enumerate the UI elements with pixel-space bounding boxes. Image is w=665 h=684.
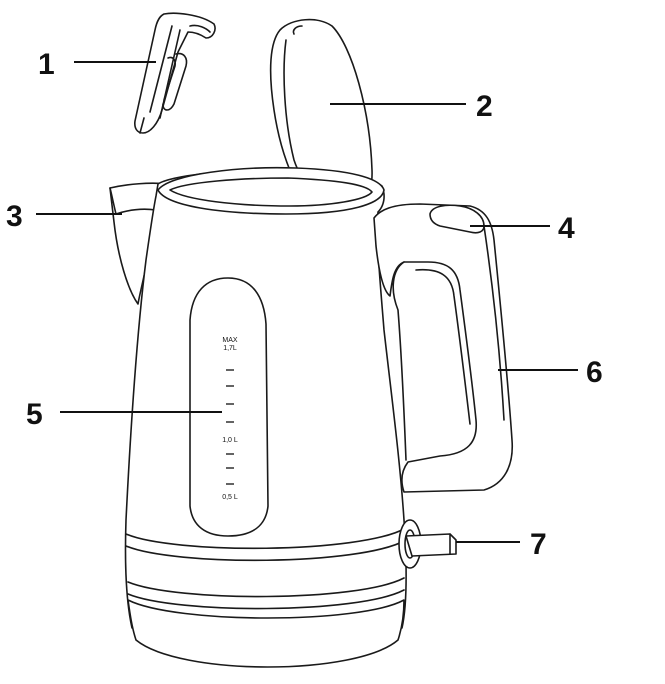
filter-part — [134, 12, 216, 134]
water-window — [189, 277, 269, 537]
callout-number: 5 — [26, 398, 43, 431]
max-label: MAX — [222, 337, 238, 344]
callout-4: 4 — [470, 212, 575, 245]
callout-number: 3 — [6, 200, 23, 233]
callout-6: 6 — [498, 356, 603, 389]
callout-number: 2 — [476, 90, 493, 123]
water-level-scale: MAX 1,7L 1,0 L 0,5 L — [222, 337, 238, 501]
callout-5: 5 — [26, 398, 222, 431]
callout-number: 1 — [38, 48, 55, 81]
on-off-switch — [398, 519, 457, 569]
callout-1: 1 — [38, 48, 156, 81]
callout-number: 6 — [586, 356, 603, 389]
mid-volume-label: 1,0 L — [222, 437, 238, 444]
callout-3: 3 — [6, 200, 122, 233]
callout-number: 7 — [530, 528, 547, 561]
max-volume-label: 1,7L — [223, 345, 237, 352]
callout-7: 7 — [456, 528, 547, 561]
kettle-body — [124, 166, 407, 668]
low-volume-label: 0,5 L — [222, 494, 238, 501]
kettle-handle — [373, 203, 514, 493]
callout-number: 4 — [558, 212, 575, 245]
callout-2: 2 — [330, 90, 493, 123]
